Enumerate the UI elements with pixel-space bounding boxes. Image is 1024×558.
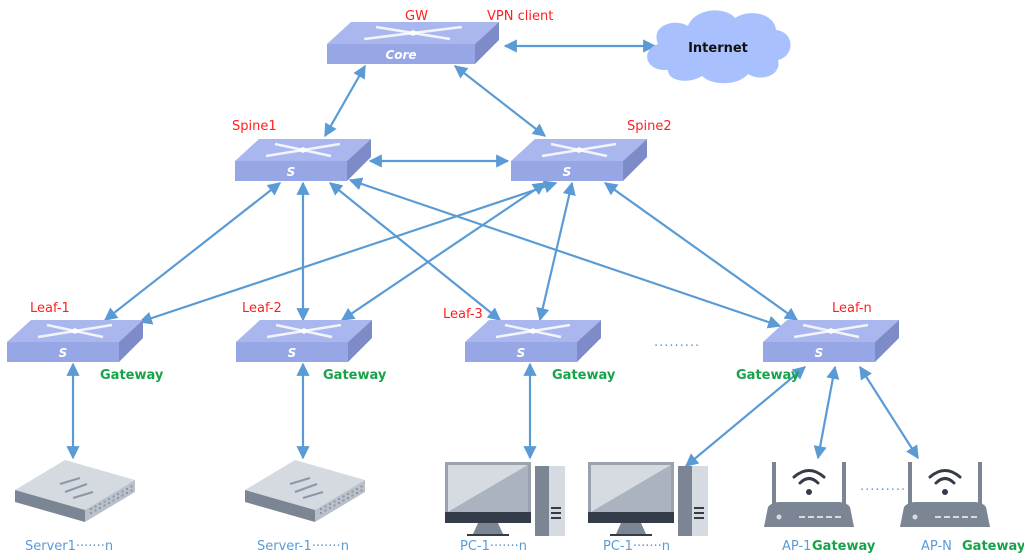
link-spine1-leaf3 xyxy=(328,182,502,321)
link-core-spine1 xyxy=(324,64,366,138)
spine2-switch-icon: S xyxy=(511,139,647,181)
server-2[interactable]: Server-1·······n xyxy=(245,460,365,554)
internet-label: Internet xyxy=(688,41,748,56)
core-gw-label: GW xyxy=(405,9,428,24)
ap-ellipsis: ········· xyxy=(860,483,906,498)
leaf3-switch-icon: S xyxy=(465,320,601,362)
leafn-gateway-label: Gateway xyxy=(736,368,800,383)
core-switch-text: Core xyxy=(385,48,416,62)
leaf1-switch-icon: S xyxy=(7,320,143,362)
server-1[interactable]: Server1·······n xyxy=(15,460,135,554)
leaf-switch-2[interactable]: S Leaf-2 Gateway xyxy=(236,301,387,383)
server2-icon xyxy=(245,460,365,522)
leaf-ellipsis: ········· xyxy=(654,339,700,354)
leaf2-gateway-label: Gateway xyxy=(323,368,387,383)
link-spine1-leaf1 xyxy=(103,182,282,321)
pc1-label: PC-1·······n xyxy=(460,539,527,554)
spine1-switch-icon: S xyxy=(235,139,371,181)
ap1-label: AP-1 xyxy=(782,539,811,554)
leaf1-gateway-label: Gateway xyxy=(100,368,164,383)
link-spine2-leafn xyxy=(603,182,799,321)
ap1-icon xyxy=(764,462,854,527)
core-switch-icon: Core xyxy=(327,22,499,64)
apn-icon xyxy=(900,462,990,527)
leaf1-label: Leaf-1 xyxy=(30,301,70,316)
leafn-switch-text: S xyxy=(815,346,824,360)
leaf-switch-3[interactable]: S Leaf-3 Gateway xyxy=(443,307,616,383)
link-spine2-leaf2 xyxy=(340,182,547,321)
pc1-icon xyxy=(445,462,565,536)
pc-2[interactable]: PC-1·······n xyxy=(588,462,708,554)
access-point-1[interactable]: AP-1 Gateway xyxy=(764,462,876,554)
leaf1-switch-text: S xyxy=(59,346,68,360)
spine-switch-2[interactable]: S Spine2 xyxy=(511,119,672,181)
leaf-switch-n[interactable]: S Leaf-n Gateway xyxy=(736,301,899,383)
spine-switch-1[interactable]: S Spine1 xyxy=(232,119,371,181)
apn-gateway-label: Gateway xyxy=(962,539,1024,554)
ap1-gateway-label: Gateway xyxy=(812,539,876,554)
server1-label: Server1·······n xyxy=(25,539,113,554)
spine1-label: Spine1 xyxy=(232,119,277,134)
link-core-spine2 xyxy=(453,65,547,137)
leaf3-gateway-label: Gateway xyxy=(552,368,616,383)
leaf2-switch-text: S xyxy=(288,346,297,360)
server2-label: Server-1·······n xyxy=(257,539,349,554)
pc-1[interactable]: PC-1·······n xyxy=(445,462,565,554)
links-layer xyxy=(66,39,919,467)
link-spine2-leaf3 xyxy=(536,181,576,322)
link-spine2-leaf1 xyxy=(138,180,558,325)
link-spine1-leafn xyxy=(348,177,782,329)
server1-icon xyxy=(15,460,135,522)
spine2-label: Spine2 xyxy=(627,119,672,134)
link-leafn-ap1 xyxy=(813,365,840,460)
apn-label: AP-N xyxy=(921,539,952,554)
link-leafn-apn xyxy=(859,365,919,460)
access-point-n[interactable]: AP-N Gateway xyxy=(900,462,1024,554)
pc2-label: PC-1·······n xyxy=(603,539,670,554)
leaf2-switch-icon: S xyxy=(236,320,372,362)
leaf-switch-1[interactable]: S Leaf-1 Gateway xyxy=(7,301,164,383)
spine1-switch-text: S xyxy=(287,165,296,179)
pc2-icon xyxy=(588,462,708,536)
leaf2-label: Leaf-2 xyxy=(242,301,282,316)
leaf3-label: Leaf-3 xyxy=(443,307,483,322)
internet-cloud[interactable]: Internet xyxy=(647,10,791,84)
vpn-client-label: VPN client xyxy=(487,9,553,24)
core-switch[interactable]: Core GW VPN client xyxy=(327,9,553,64)
leafn-switch-icon: S xyxy=(763,320,899,362)
leaf3-switch-text: S xyxy=(517,346,526,360)
cloud-icon xyxy=(647,10,791,84)
leafn-label: Leaf-n xyxy=(832,301,872,316)
spine2-switch-text: S xyxy=(563,165,572,179)
link-leafn-pc2 xyxy=(684,366,807,467)
